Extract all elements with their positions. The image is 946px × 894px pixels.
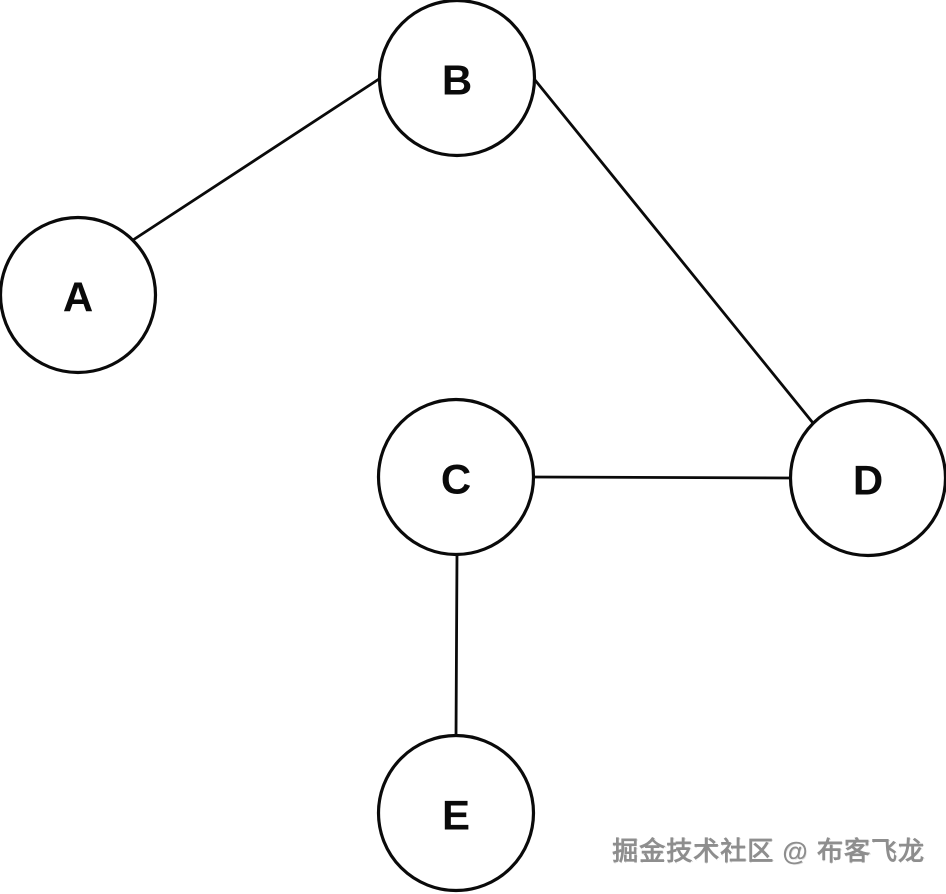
node-label-B: B xyxy=(442,57,472,104)
graph-node-B: B xyxy=(377,0,537,158)
node-label-E: E xyxy=(442,792,470,839)
graph-edge-C-E xyxy=(454,552,459,738)
node-circle-A xyxy=(0,215,158,375)
graph-edge-C-D xyxy=(531,475,792,480)
graph-node-E: E xyxy=(376,733,536,893)
node-circle-B xyxy=(377,0,537,158)
graph-node-C: C xyxy=(376,397,536,557)
node-label-D: D xyxy=(853,457,883,504)
graph-node-D: D xyxy=(788,398,946,558)
watermark-text: 掘金技术社区 @ 布客飞龙 xyxy=(612,836,925,866)
node-label-A: A xyxy=(63,274,93,321)
graph-edge-A-B xyxy=(131,77,381,242)
node-label-C: C xyxy=(441,456,471,503)
node-circle-C xyxy=(376,397,536,557)
node-circle-E xyxy=(376,733,536,893)
graph-edge-B-D xyxy=(533,78,815,425)
graph-node-A: A xyxy=(0,215,158,375)
